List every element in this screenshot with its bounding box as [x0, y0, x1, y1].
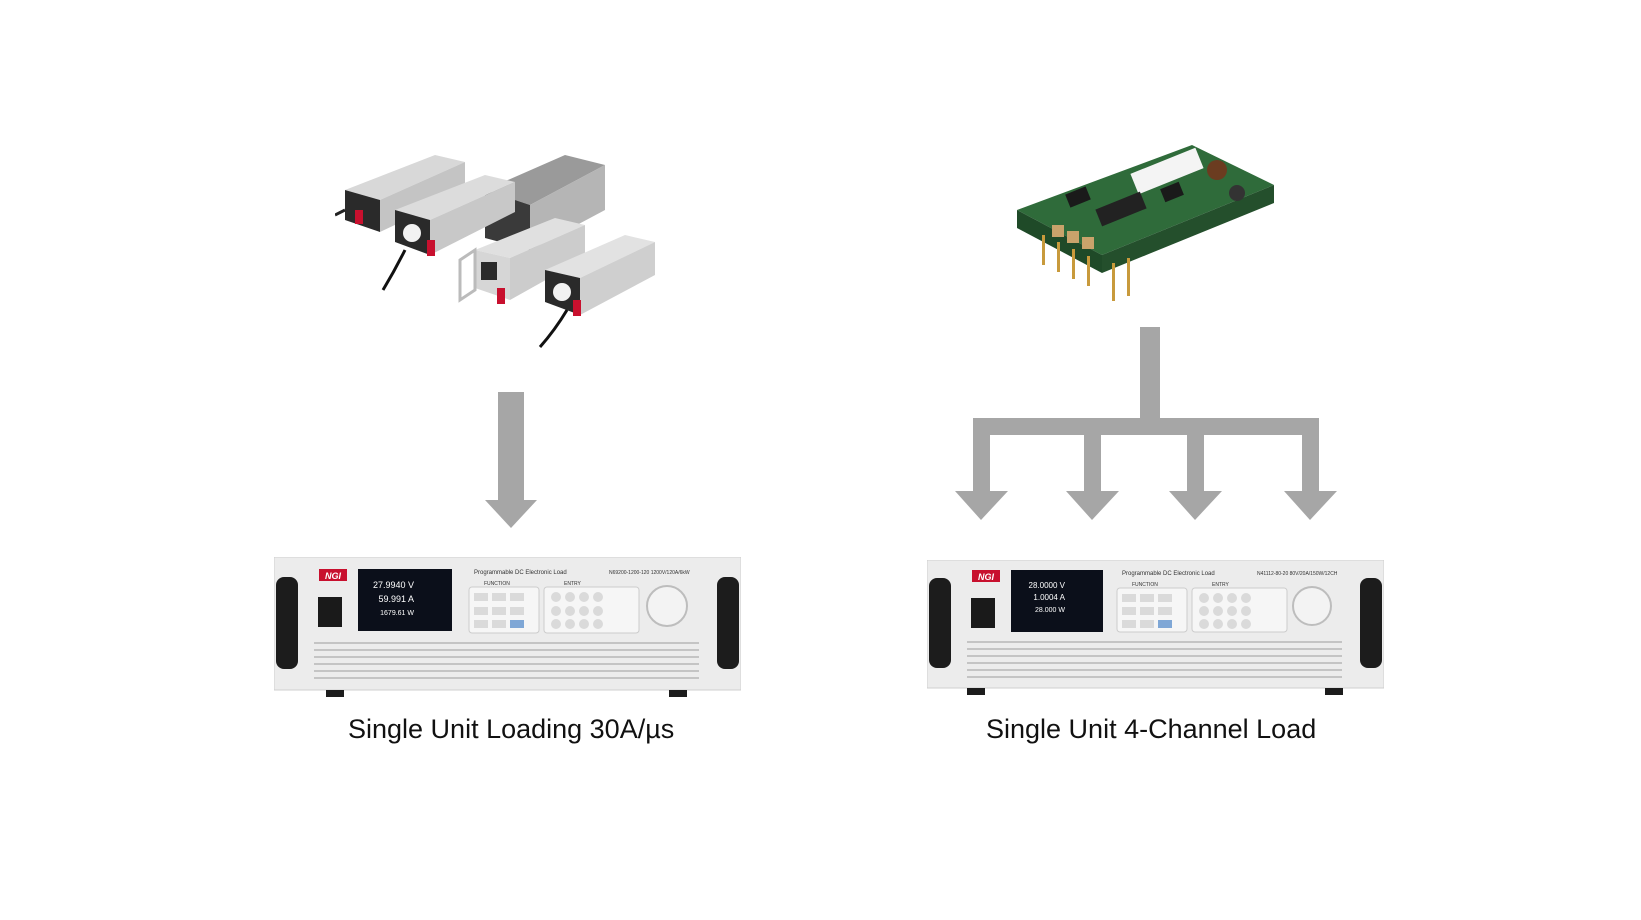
- electronic-load-left: NGI 27.9940 V 59.991 A 1679.61 W Program…: [274, 557, 741, 697]
- brand-text: NGI: [978, 572, 995, 582]
- rack-handle-right: [1360, 578, 1382, 668]
- module-pins: [1042, 235, 1130, 301]
- brand-text: NGI: [325, 571, 342, 581]
- branch-arrowhead-1: [955, 491, 1008, 520]
- lcd-voltage: 27.9940 V: [373, 580, 414, 590]
- entry-label: ENTRY: [564, 581, 582, 587]
- lcd-display: [1011, 570, 1103, 632]
- lcd-voltage: 28.0000 V: [1029, 581, 1066, 590]
- dc-dc-module-image: [1017, 145, 1274, 301]
- entry-label: ENTRY: [1212, 582, 1230, 588]
- server-psu-group-image: [335, 155, 655, 348]
- brand-logo: [972, 570, 1000, 582]
- right-branch-arrow: [955, 327, 1337, 520]
- vent-grille: [314, 642, 699, 679]
- rack-handle-left: [276, 577, 298, 669]
- left-down-arrow: [485, 392, 537, 528]
- lcd-power: 1679.61 W: [380, 610, 414, 617]
- rotary-knob: [646, 585, 688, 627]
- psu-unit-4: [538, 235, 655, 348]
- power-switch: [971, 598, 995, 628]
- branch-arrowhead-3: [1169, 491, 1222, 520]
- psu-unit-2: [381, 175, 515, 291]
- right-caption: Single Unit 4-Channel Load: [986, 714, 1317, 744]
- electronic-load-right: NGI 28.0000 V 1.0004 A 28.000 W Programm…: [927, 560, 1384, 695]
- rack-handle-left: [929, 578, 951, 668]
- lcd-display: [358, 569, 452, 631]
- left-caption: Single Unit Loading 30A/µs: [348, 714, 675, 744]
- panel-title: Programmable DC Electronic Load: [474, 570, 567, 576]
- function-label: FUNCTION: [1132, 582, 1158, 588]
- branch-arrowhead-4: [1284, 491, 1337, 520]
- psu-unit-3: [458, 218, 585, 304]
- panel-model: N69200-1200-120 1200V/120A/6kW: [609, 570, 690, 576]
- power-switch: [318, 597, 342, 627]
- panel-model: N41112-80-20 80V/20A/150W/12CH: [1257, 571, 1338, 577]
- lcd-current: 1.0004 A: [1033, 593, 1065, 602]
- lcd-power: 28.000 W: [1035, 607, 1065, 614]
- rack-handle-right: [717, 577, 739, 669]
- brand-logo: [319, 569, 347, 581]
- lcd-current: 59.991 A: [378, 594, 414, 604]
- rotary-knob: [1292, 586, 1332, 626]
- function-label: FUNCTION: [484, 581, 510, 587]
- vent-grille: [967, 641, 1342, 678]
- panel-title: Programmable DC Electronic Load: [1122, 571, 1215, 577]
- branch-arrowhead-2: [1066, 491, 1119, 520]
